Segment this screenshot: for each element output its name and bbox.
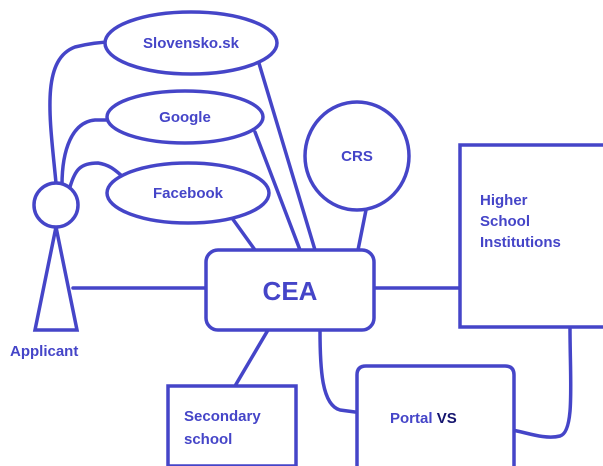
portal-label-prefix: Portal: [390, 410, 437, 427]
applicant-label: Applicant: [10, 343, 78, 360]
connector-higher-school-portal: [510, 326, 573, 439]
node-secondary-school: Secondary school: [166, 384, 298, 466]
connector-cea-secondary-school: [233, 328, 270, 388]
node-crs: CRS: [303, 100, 411, 212]
node-slovensko: Slovensko.sk: [103, 10, 279, 76]
secondary-school-label-2: school: [184, 431, 232, 448]
cea-label: CEA: [263, 276, 318, 306]
crs-label: CRS: [341, 148, 373, 165]
crs-circle: [303, 100, 411, 212]
secondary-school-box: [166, 384, 298, 466]
node-cea: CEA: [204, 248, 376, 332]
facebook-ellipse: [105, 161, 271, 225]
higher-school-label-1: Higher: [480, 192, 528, 209]
actor-head-icon: [32, 181, 80, 229]
connector-cea-portal: [318, 328, 357, 414]
cea-box: [204, 248, 376, 332]
slovensko-ellipse: [103, 10, 279, 76]
connector-applicant-slovensko: [48, 40, 114, 185]
portal-label-suffix: VS: [437, 410, 457, 427]
connectors: [48, 40, 573, 439]
connector-slovensko-cea: [256, 58, 317, 252]
connector-facebook-cea: [230, 216, 257, 252]
connector-crs-cea: [356, 203, 369, 252]
higher-school-label-3: Institutions: [480, 234, 561, 251]
connector-applicant-facebook: [68, 161, 124, 189]
higher-school-label-2: School: [480, 213, 530, 230]
node-higher-school: Higher School Institutions: [458, 143, 603, 329]
connector-applicant-google: [60, 118, 110, 187]
portal-box: [355, 364, 516, 466]
node-portal: Portal VS: [355, 364, 516, 466]
node-facebook: Facebook: [105, 161, 271, 225]
connector-google-cea: [253, 130, 302, 252]
portal-label: Portal VS: [390, 410, 457, 427]
secondary-school-label-1: Secondary: [184, 408, 261, 425]
actor-body-icon: [32, 226, 80, 332]
facebook-label: Facebook: [153, 185, 224, 202]
applicant-actor: Applicant: [10, 181, 80, 360]
higher-school-box: [458, 143, 603, 329]
google-ellipse: [105, 89, 265, 145]
slovensko-label: Slovensko.sk: [143, 35, 240, 52]
node-google: Google: [105, 89, 265, 145]
google-label: Google: [159, 109, 211, 126]
